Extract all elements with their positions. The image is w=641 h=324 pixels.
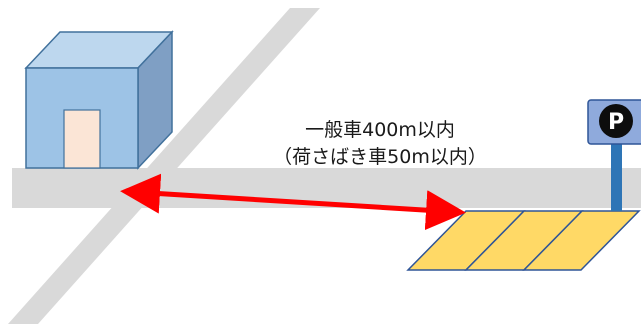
- distance-arrow: [120, 173, 466, 231]
- building-door: [63, 109, 101, 169]
- parking-sign-letter: P: [608, 110, 624, 135]
- parking-lot: [406, 210, 641, 271]
- parking-sign-pole: [611, 140, 622, 211]
- parking-sign: P: [587, 99, 641, 211]
- distance-label-line2: （荷さばき車50m以内）: [273, 146, 487, 168]
- distance-label-line1: 一般車400m以内: [305, 119, 455, 141]
- parking-sign-circle: [599, 104, 633, 138]
- building: [24, 30, 174, 170]
- diagonal-road: [8, 8, 320, 324]
